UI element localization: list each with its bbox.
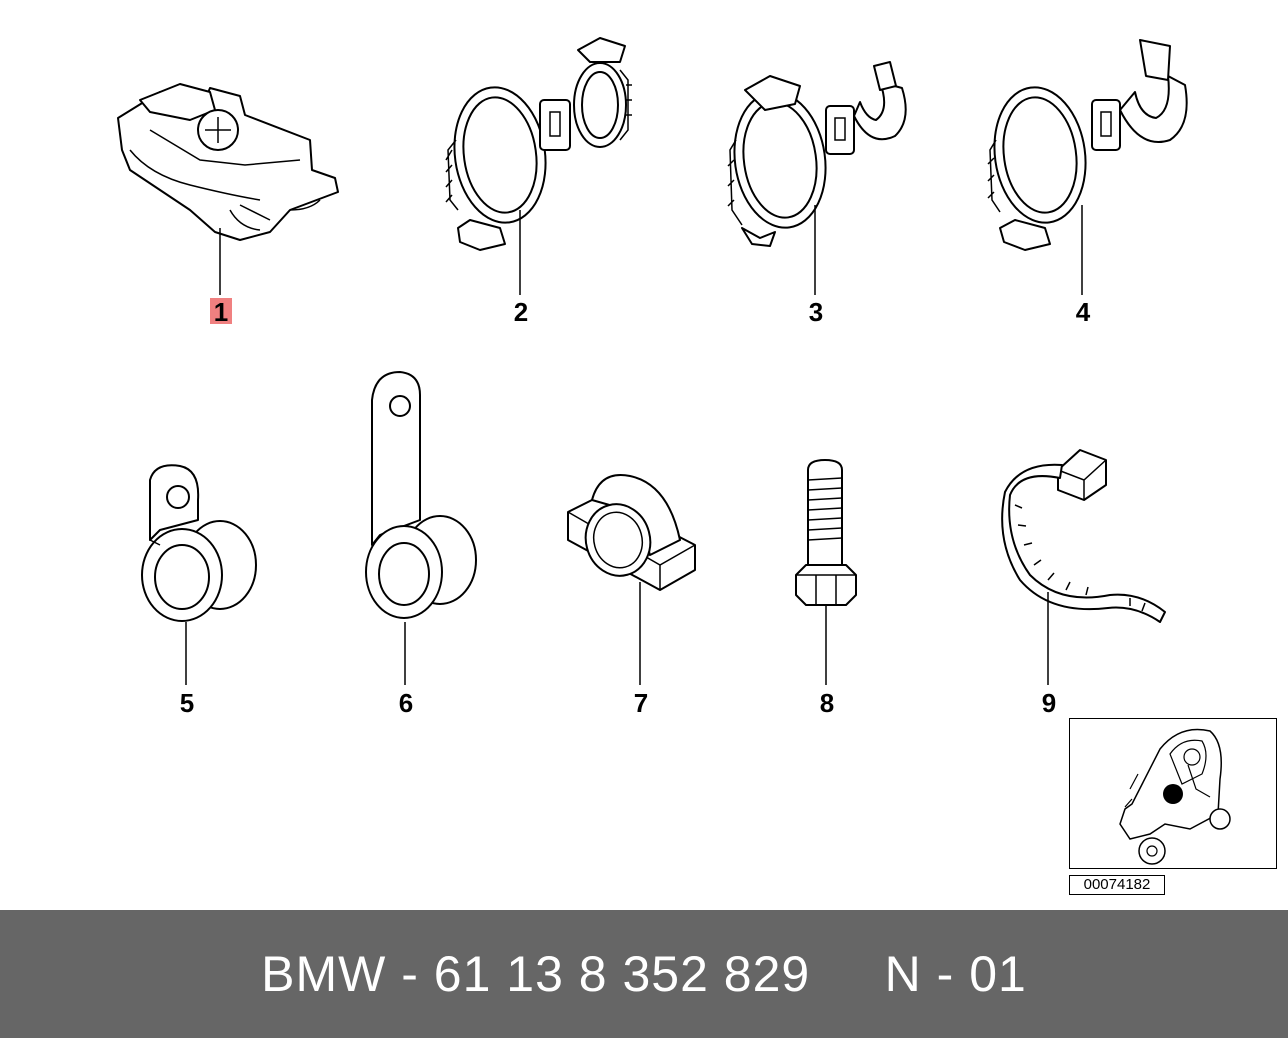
part-4-clamp	[987, 39, 1188, 251]
part-5-p-clip	[141, 464, 257, 622]
part-7-number[interactable]: 7	[634, 688, 648, 718]
location-marker	[1163, 784, 1183, 804]
scooter-illustration	[1119, 728, 1231, 865]
part-9-cable-tie	[1001, 449, 1166, 623]
part-6-tab-clip	[365, 371, 477, 619]
footer-bar: BMW - 61 13 8 352 829 N - 01	[0, 910, 1288, 1038]
part-4-number[interactable]: 4	[1076, 297, 1091, 327]
part-6-number[interactable]: 6	[399, 688, 413, 718]
part-9-number[interactable]: 9	[1042, 688, 1056, 718]
part-2-double-clamp	[445, 37, 632, 251]
part-5-number[interactable]: 5	[180, 688, 194, 718]
diagram-code: 00074182	[1069, 875, 1165, 895]
vehicle-location-inset	[1069, 718, 1277, 869]
part-number-caption: BMW - 61 13 8 352 829 N - 01	[261, 946, 1027, 1002]
part-3-clamp	[727, 61, 907, 247]
part-1-clip	[117, 83, 339, 241]
part-1-number[interactable]: 1	[214, 297, 228, 327]
part-1-highlight	[210, 298, 232, 324]
part-7-grommet	[567, 474, 696, 591]
part-8-bolt	[795, 459, 857, 606]
parts-diagram: 1 2 3 4	[117, 37, 1188, 718]
part-8-number[interactable]: 8	[820, 688, 834, 718]
part-2-number[interactable]: 2	[514, 297, 528, 327]
part-3-number[interactable]: 3	[809, 297, 823, 327]
